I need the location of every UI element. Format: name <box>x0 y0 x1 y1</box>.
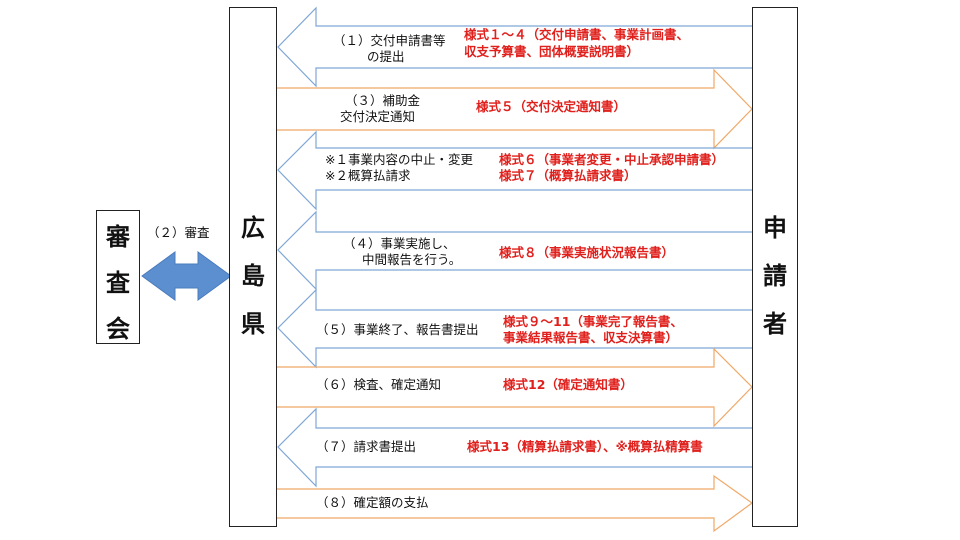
step-1-form-line-1: 様式１～４（交付申請書、事業計画書、 <box>464 27 690 42</box>
prefecture-char-2: 島 <box>241 262 265 290</box>
step-8-label-line-1: （８）確定額の支払 <box>316 495 429 510</box>
arrow-step-5 <box>277 288 752 369</box>
step-3-form-line-1: 様式５（交付決定通知書） <box>476 99 627 114</box>
step-3-label-line-1: （３）補助金 <box>345 93 421 108</box>
committee-char-1: 審 <box>106 223 130 251</box>
review-double-arrow <box>141 251 232 301</box>
arrow-step-4 <box>277 210 752 291</box>
step-3-label-line-2: 交付決定通知 <box>340 109 416 124</box>
arrow-step-note <box>277 130 752 211</box>
committee-char-3: 会 <box>106 315 130 343</box>
step-7-label-line-1: （７）請求書提出 <box>316 439 417 454</box>
review-label: （２）審査 <box>147 225 210 240</box>
note-label-line-2: ※２概算払請求 <box>325 168 411 183</box>
applicant-char-3: 者 <box>763 310 787 338</box>
committee-char-2: 査 <box>106 269 130 297</box>
committee-box: 審 査 会 <box>96 210 140 344</box>
step-1-label-line-1: （１）交付申請書等 <box>333 33 446 48</box>
prefecture-box: 広 島 県 <box>229 7 277 527</box>
prefecture-char-3: 県 <box>241 310 265 338</box>
step-1-label-line-2: の提出 <box>367 49 405 64</box>
step-5-form-line-1: 様式９～11（事業完了報告書、 <box>503 314 683 329</box>
step-4-form-line-1: 様式８（事業実施状況報告書） <box>499 245 675 260</box>
arrow-step-7 <box>277 407 752 488</box>
prefecture-char-1: 広 <box>241 214 265 242</box>
step-6-label-line-1: （６）検査、確定通知 <box>316 377 442 392</box>
step-4-label-line-2: 中間報告を行う。 <box>362 252 462 267</box>
applicant-box: 申 請 者 <box>752 7 798 527</box>
note-form-line-2: 様式７（概算払請求書） <box>499 168 637 183</box>
step-6-form-line-1: 様式12（確定通知書） <box>503 377 633 392</box>
note-label-line-1: ※１事業内容の中止・変更 <box>325 152 473 167</box>
step-4-label-line-1: （４）事業実施し、 <box>343 236 456 251</box>
step-5-label-line-1: （５）事業終了、報告書提出 <box>316 322 479 337</box>
step-1-form-line-2: 収支予算書、団体概要説明書） <box>464 44 640 59</box>
applicant-char-2: 請 <box>763 262 787 290</box>
step-5-form-line-2: 事業結果報告書、収支決算書） <box>503 330 679 345</box>
step-7-form-line-1: 様式13（精算払請求書）、※概算払精算書 <box>467 439 703 454</box>
applicant-char-1: 申 <box>763 214 787 242</box>
arrow-step-1 <box>277 6 752 88</box>
note-form-line-1: 様式６（事業者変更・中止承認申請書） <box>499 152 725 167</box>
